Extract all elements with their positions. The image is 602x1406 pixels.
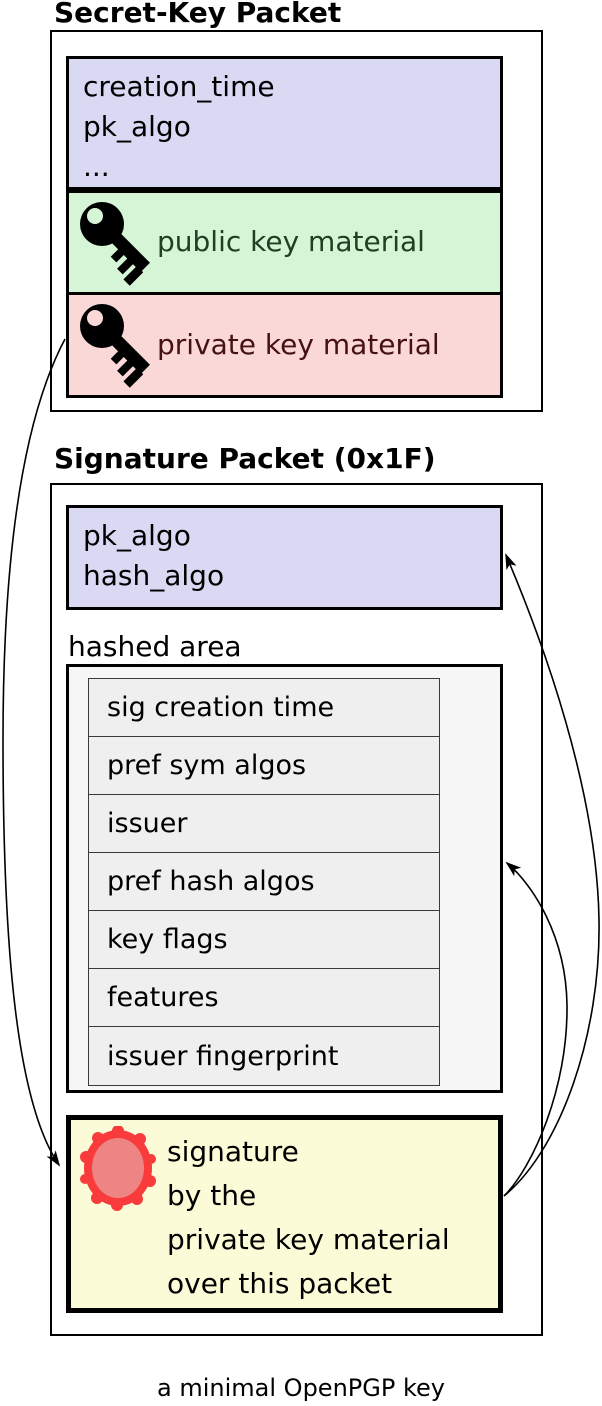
subpacket-row: issuer fingerprint — [89, 1027, 439, 1085]
signature-algo-fields: pk_algo hash_algo — [83, 516, 500, 596]
field-ellipsis: ... — [83, 150, 110, 183]
subpacket-table: sig creation time pref sym algos issuer … — [88, 678, 440, 1086]
seal-icon — [80, 1126, 156, 1211]
hashed-area-box: sig creation time pref sym algos issuer … — [66, 664, 503, 1093]
private-key-material-box: private key material — [66, 292, 503, 398]
key-icon — [80, 304, 150, 388]
secret-key-header-fields: creation_time pk_algo... — [83, 67, 500, 187]
field-hash-algo: hash_algo — [83, 559, 225, 592]
sig-line: over this packet — [167, 1267, 393, 1300]
subpacket-row: pref sym algos — [89, 737, 439, 795]
public-key-material-box: public key material — [66, 190, 503, 295]
hashed-area-label: hashed area — [68, 630, 242, 663]
subpacket-row: sig creation time — [89, 679, 439, 737]
subpacket-row: key flags — [89, 911, 439, 969]
diagram-caption: a minimal OpenPGP key — [157, 1374, 445, 1402]
field-sig-pk-algo: pk_algo — [83, 519, 191, 552]
signature-algo-box: pk_algo hash_algo — [66, 505, 503, 610]
sig-line: private key material — [167, 1223, 450, 1256]
public-key-material-label: public key material — [157, 225, 425, 258]
sig-line: signature — [167, 1135, 299, 1168]
secret-key-header-box: creation_time pk_algo... — [66, 56, 503, 190]
field-creation-time: creation_time — [83, 70, 275, 103]
secret-key-packet-title: Secret-Key Packet — [54, 0, 342, 29]
sig-line: by the — [167, 1179, 257, 1212]
field-pk-algo: pk_algo — [83, 110, 191, 143]
subpacket-row: features — [89, 969, 439, 1027]
private-key-material-label: private key material — [157, 328, 440, 361]
signature-value-text: signature by the private key material over … — [167, 1130, 450, 1306]
subpacket-row: pref hash algos — [89, 853, 439, 911]
signature-packet-title: Signature Packet (0x1F) — [54, 442, 436, 475]
signature-value-box: signature by the private key material over … — [66, 1115, 503, 1313]
subpacket-row: issuer — [89, 795, 439, 853]
key-icon — [80, 202, 150, 286]
